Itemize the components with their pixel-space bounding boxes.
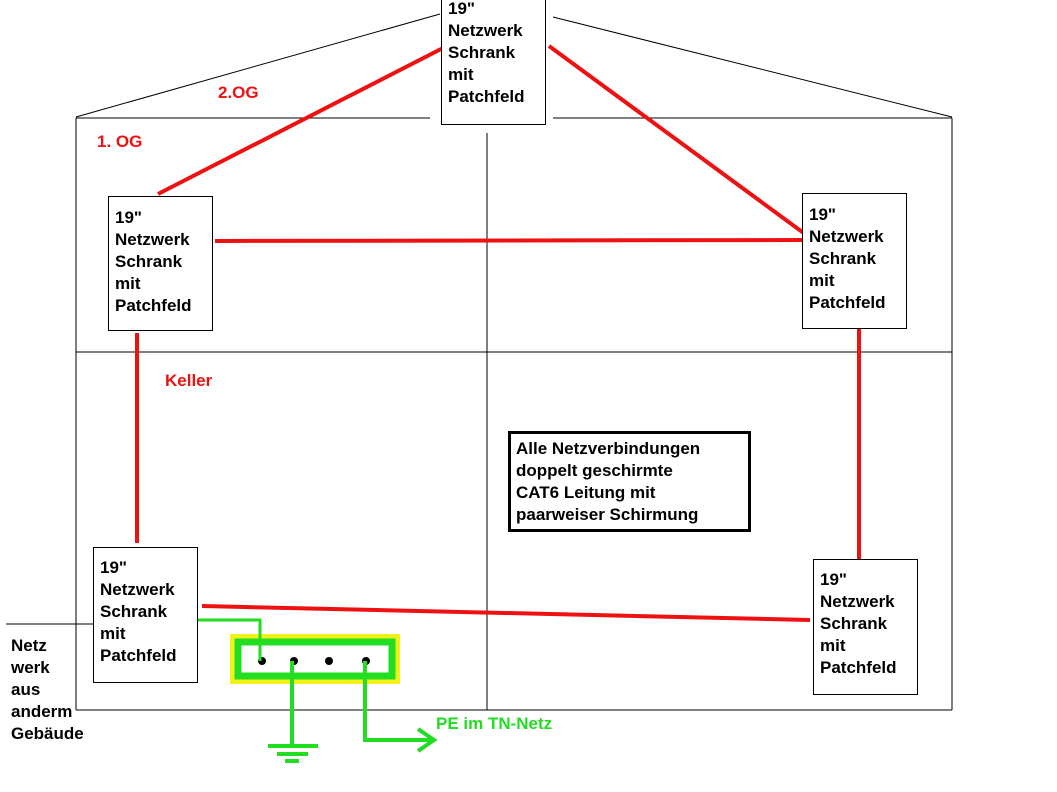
cabinet-attic-label: 19" Netzwerk Schrank mit Patchfeld (448, 0, 525, 106)
cabinet-basement-left: 19" Netzwerk Schrank mit Patchfeld (93, 547, 198, 683)
floor-label-first: 1. OG (97, 132, 143, 151)
cabinet-basement-left-label: 19" Netzwerk Schrank mit Patchfeld (100, 558, 177, 665)
cable-basement-left-to-right (201, 604, 811, 622)
pe-arrow-icon (416, 727, 438, 753)
cable-note: Alle Netzverbindungen doppelt geschirmte… (508, 431, 751, 532)
cabinet-first-right-label: 19" Netzwerk Schrank mit Patchfeld (809, 205, 886, 312)
cabinet-first-left-label: 19" Netzwerk Schrank mit Patchfeld (115, 208, 192, 315)
cabinet-first-left: 19" Netzwerk Schrank mit Patchfeld (108, 196, 213, 331)
external-network-label: Netz werk aus anderm Gebäude (11, 636, 84, 743)
cable-note-text: Alle Netzverbindungen doppelt geschirmte… (516, 439, 701, 524)
roof-right (552, 16, 953, 118)
cable-first-left-to-right (214, 238, 804, 243)
roof-left (75, 13, 441, 118)
cable-attic-to-first-left (157, 46, 444, 196)
cabinet-attic: 19" Netzwerk Schrank mit Patchfeld (441, 0, 546, 125)
cabinet-basement-right-label: 19" Netzwerk Schrank mit Patchfeld (820, 570, 897, 677)
cabinet-basement-right: 19" Netzwerk Schrank mit Patchfeld (813, 559, 918, 695)
busbar-terminal-3 (325, 657, 333, 665)
ground-wire-pe (363, 661, 432, 742)
cabinet-first-right: 19" Netzwerk Schrank mit Patchfeld (802, 193, 907, 329)
pe-label: PE im TN-Netz (436, 714, 553, 733)
floor-label-attic: 2.OG (218, 83, 259, 102)
cable-attic-to-first-right (547, 44, 807, 236)
ground-wire-cabinet (196, 618, 262, 661)
floor-label-basement: Keller (165, 371, 213, 390)
